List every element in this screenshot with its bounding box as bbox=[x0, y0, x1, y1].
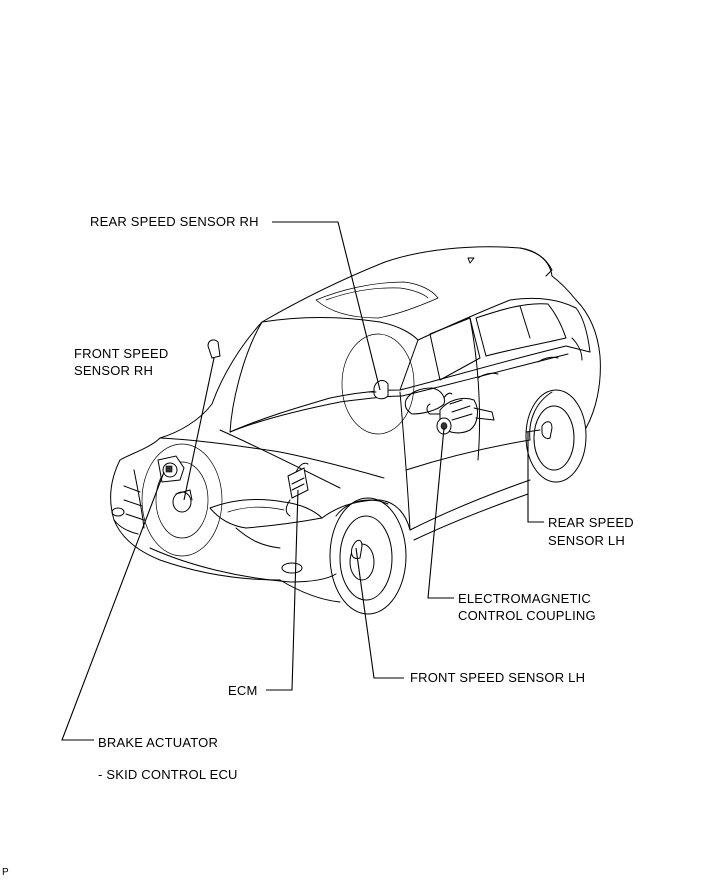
label-front-speed-sensor-rh-line2: SENSOR RH bbox=[74, 363, 154, 378]
front-speed-sensor-lh-icon bbox=[351, 539, 363, 559]
label-rear-speed-sensor-lh-line2: SENSOR LH bbox=[548, 533, 625, 548]
leader-electromagnetic-coupling bbox=[427, 427, 454, 599]
label-skid-control-ecu: - SKID CONTROL ECU bbox=[98, 767, 238, 782]
ecm-icon bbox=[285, 462, 309, 517]
label-electromagnetic-line2: CONTROL COUPLING bbox=[458, 608, 596, 623]
leader-lines bbox=[61, 221, 544, 741]
label-ecm: ECM bbox=[228, 683, 258, 698]
label-front-speed-sensor-lh: FRONT SPEED SENSOR LH bbox=[410, 670, 586, 685]
label-front-speed-sensor-rh-line1: FRONT SPEED bbox=[74, 346, 169, 361]
rear-speed-sensor-lh-icon bbox=[525, 421, 553, 439]
label-rear-speed-sensor-rh: REAR SPEED SENSOR RH bbox=[90, 214, 259, 229]
leader-front-speed-sensor-lh bbox=[355, 547, 404, 679]
leader-ecm bbox=[266, 489, 299, 691]
wheels bbox=[141, 333, 587, 615]
label-brake-actuator: BRAKE ACTUATOR bbox=[98, 735, 219, 750]
components bbox=[157, 339, 553, 559]
label-electromagnetic-line1: ELECTROMAGNETIC bbox=[458, 591, 592, 606]
leader-front-speed-sensor-rh bbox=[183, 357, 215, 501]
label-rear-speed-sensor-lh-line1: REAR SPEED bbox=[548, 515, 634, 530]
leader-rear-speed-sensor-rh bbox=[272, 221, 381, 391]
brake-actuator-icon bbox=[157, 455, 185, 483]
footer-code: P bbox=[2, 867, 9, 878]
front-speed-sensor-rh-icon bbox=[207, 339, 221, 359]
leader-rear-speed-sensor-lh bbox=[527, 432, 544, 523]
front-rh-hub-sensor-icon bbox=[172, 489, 193, 513]
leader-brake-actuator bbox=[61, 471, 165, 741]
electromagnetic-coupling-icon bbox=[426, 397, 495, 435]
